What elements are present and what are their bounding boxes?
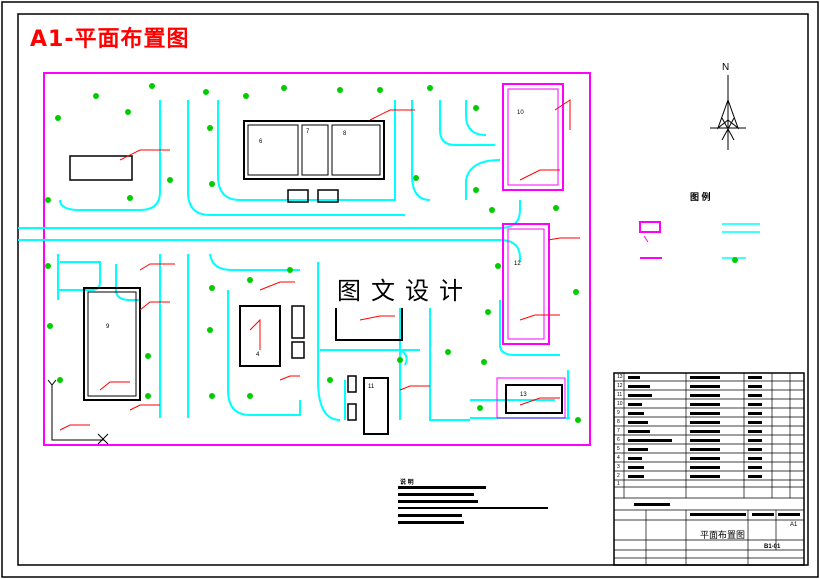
tb-row-9: 9 (617, 410, 620, 416)
tb-row-11: 11 (617, 392, 623, 398)
tb-row-5: 5 (617, 446, 620, 452)
watermark-text: 图文设计 (320, 268, 490, 308)
site-boundary (43, 72, 591, 446)
tb-row-6: 6 (617, 437, 620, 443)
legend-symbols (639, 221, 760, 263)
notes-title: 说 明 (400, 480, 414, 486)
road-network (18, 100, 570, 421)
tb-row-3: 3 (617, 464, 620, 470)
landscape-trees (45, 83, 581, 423)
north-label: N (722, 62, 730, 73)
tb-row-1: 1 (617, 481, 620, 487)
notes-block (398, 486, 548, 524)
tb-row-4: 4 (617, 455, 620, 461)
building-label-9: 9 (106, 324, 110, 330)
drawing-title: A1-平面布置图 (30, 27, 190, 52)
building-label-13: 13 (520, 392, 527, 398)
building-label-11: 11 (368, 384, 375, 390)
legend-title: 图 例 (690, 192, 711, 202)
tb-row-7: 7 (617, 428, 620, 434)
building-label-4: 4 (256, 352, 260, 358)
coordinate-marker (47, 379, 109, 445)
title-block-drawing-title: 平面布置图 (700, 530, 746, 540)
tb-row-10: 10 (617, 401, 623, 407)
building-label-10: 10 (517, 110, 524, 116)
building-label-7: 7 (306, 129, 310, 135)
title-block-scale: A1 (790, 522, 798, 528)
title-block-drawing-no: B1-01 (764, 544, 781, 550)
north-arrow-icon (710, 75, 746, 150)
tb-row-8: 8 (617, 419, 620, 425)
pipeline-annotations (59, 99, 580, 431)
title-block-fills (628, 376, 800, 516)
title-block-grid (613, 372, 805, 566)
building-label-12: 12 (514, 261, 521, 267)
building-label-8: 8 (343, 131, 347, 137)
tb-row-13: 13 (617, 374, 623, 380)
storage-buildings (496, 83, 566, 419)
tb-row-2: 2 (617, 473, 620, 479)
building-label-6: 6 (259, 139, 263, 145)
tb-row-12: 12 (617, 383, 623, 389)
